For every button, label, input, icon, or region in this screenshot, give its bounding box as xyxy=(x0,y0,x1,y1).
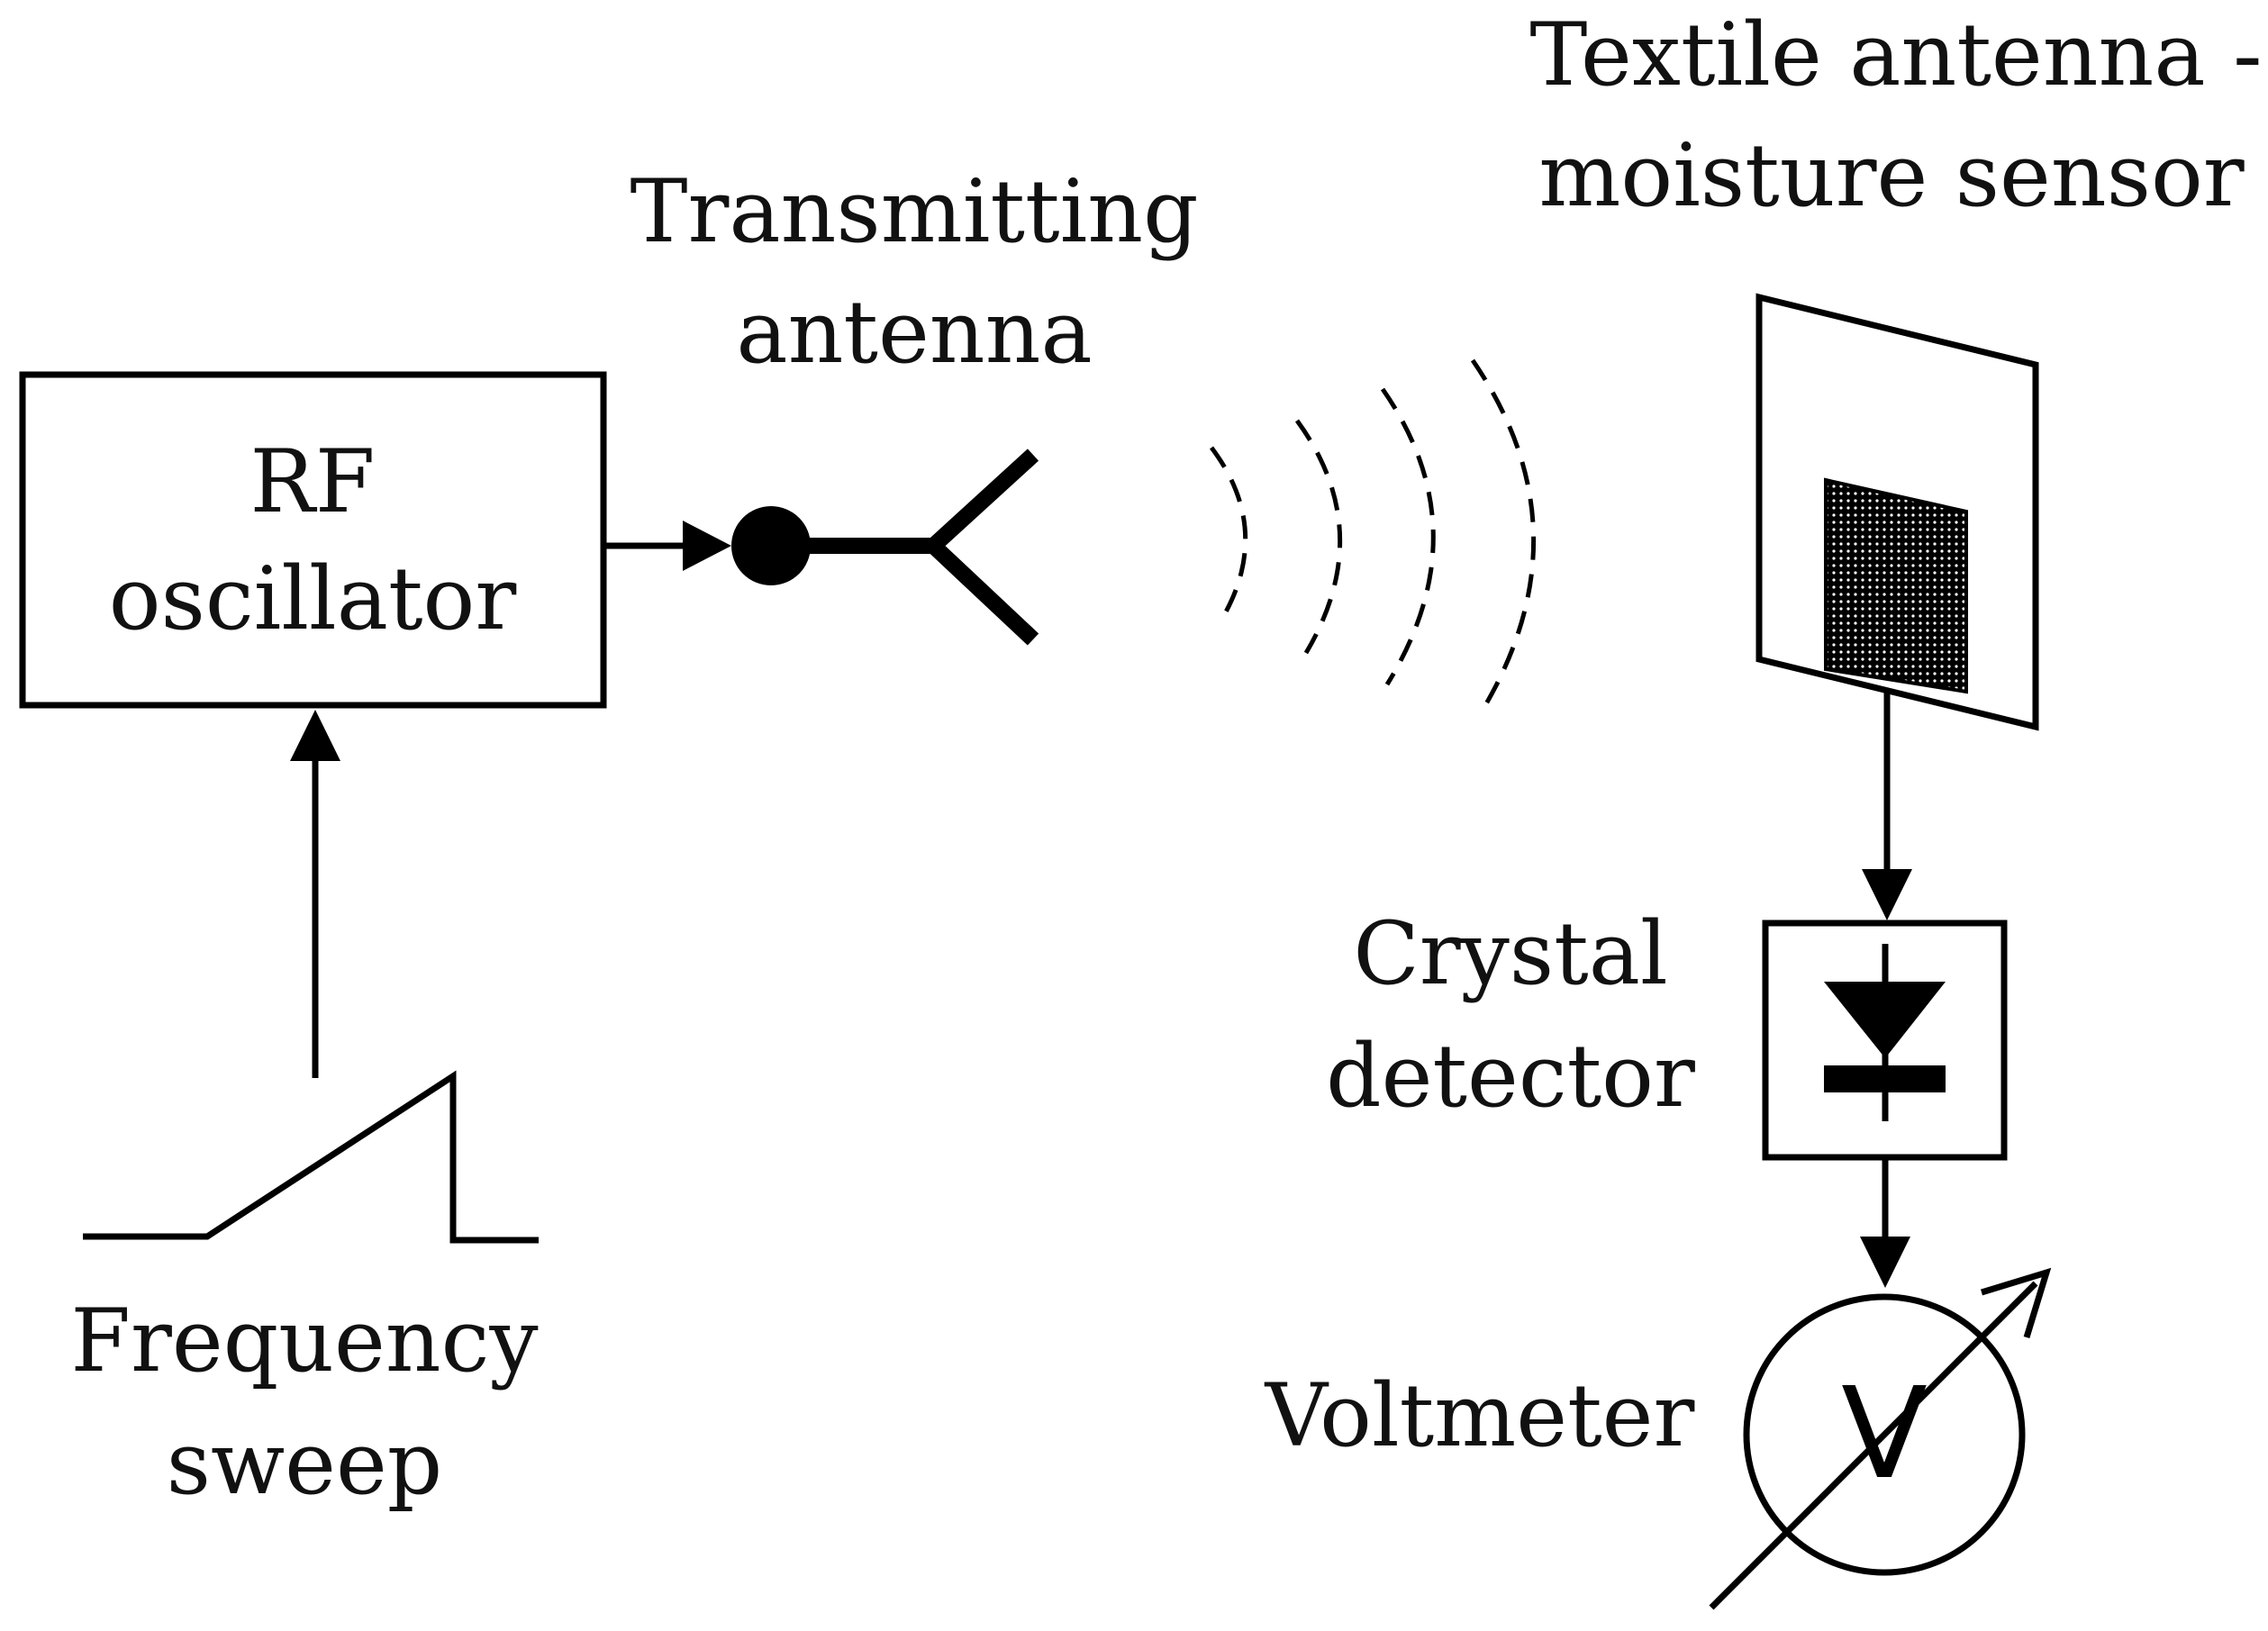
textile-antenna-label-line2: moisture sensor xyxy=(1538,125,2244,226)
wave-arc-3 xyxy=(1380,387,1436,686)
transmitting-antenna-label-line1: Transmitting xyxy=(630,161,1198,262)
oscillator-to-antenna-arrow xyxy=(603,521,731,571)
crystal-detector-block xyxy=(1762,920,2008,1161)
rf-oscillator-label-line2: oscillator xyxy=(109,548,517,649)
textile-patch xyxy=(1824,477,1968,694)
radio-waves xyxy=(1210,358,1537,713)
crystal-detector-label-line2: detector xyxy=(1326,1026,1695,1127)
textile-antenna-sensor xyxy=(1755,293,2039,731)
frequency-sweep-label-line2: sweep xyxy=(167,1413,443,1514)
sweep-to-oscillator-arrow xyxy=(290,710,340,1078)
wave-arc-4 xyxy=(1470,358,1537,713)
rf-oscillator-box xyxy=(19,371,607,709)
diode-icon xyxy=(1824,944,1946,1121)
rf-oscillator-label-line1: RF xyxy=(250,431,376,532)
wave-arc-2 xyxy=(1294,419,1343,655)
sawtooth-waveform-icon xyxy=(83,1070,539,1244)
voltmeter-label: Voltmeter xyxy=(1265,1365,1695,1466)
transmitting-antenna-label-line2: antenna xyxy=(736,282,1092,383)
frequency-sweep-label-line1: Frequency xyxy=(70,1291,538,1391)
rf-oscillator-block: RF oscillator xyxy=(19,371,607,709)
transmitting-antenna-icon xyxy=(731,449,1039,646)
sensor-to-detector-arrow xyxy=(1862,689,1912,920)
detector-to-voltmeter-arrow xyxy=(1860,1157,1910,1288)
wave-arc-1 xyxy=(1210,446,1248,623)
variable-arrow-icon xyxy=(1709,1267,2052,1610)
crystal-detector-label-line1: Crystal xyxy=(1353,903,1667,1004)
voltmeter-icon: V xyxy=(1709,1267,2052,1610)
textile-antenna-label-line1: Textile antenna - xyxy=(1529,5,2262,105)
